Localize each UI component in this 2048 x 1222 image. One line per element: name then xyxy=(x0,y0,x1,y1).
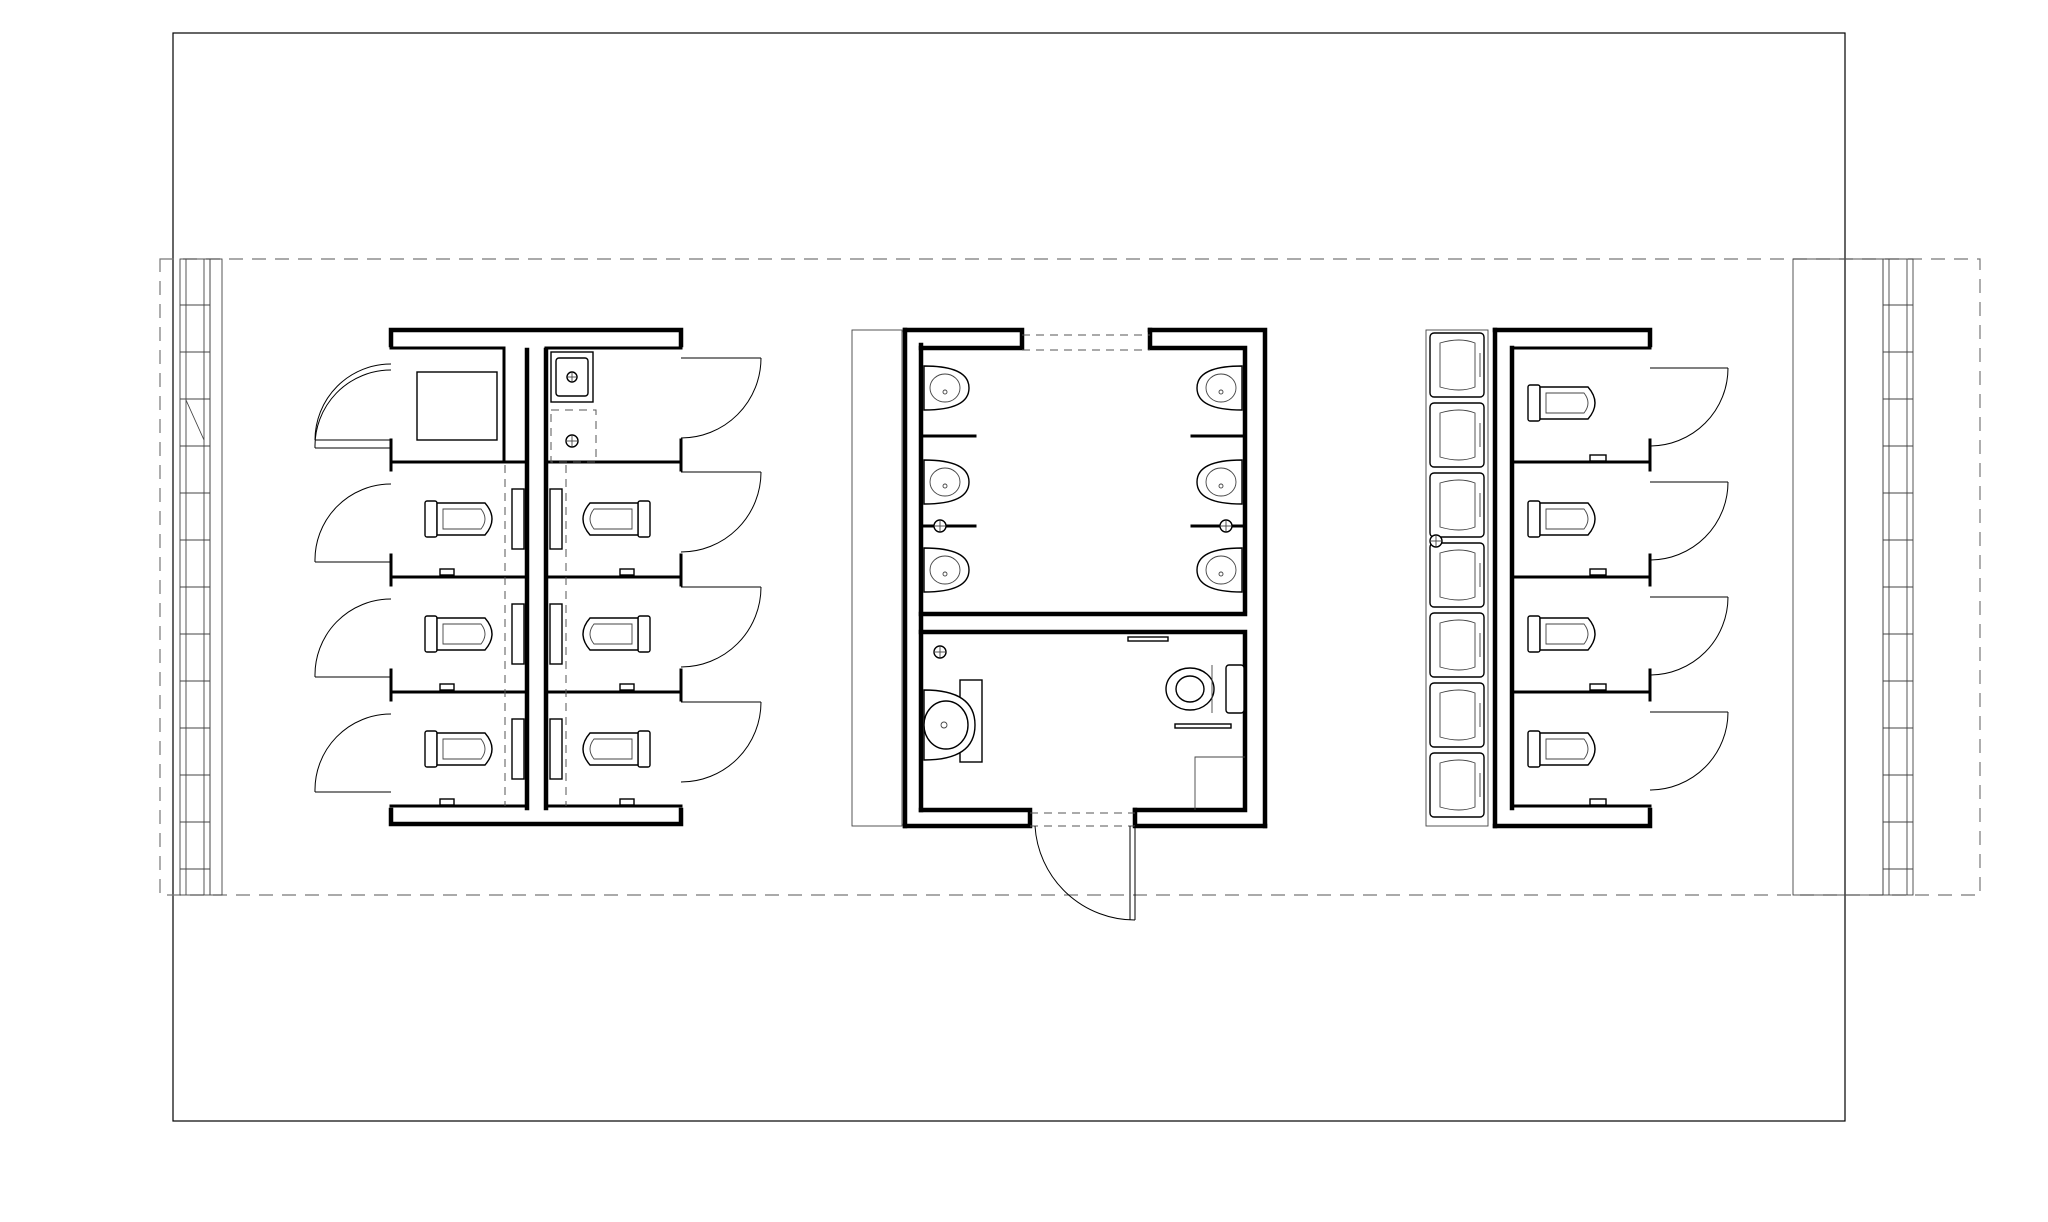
washbasin-icon xyxy=(1429,542,1485,608)
door-swing[interactable] xyxy=(1649,596,1729,676)
door-swing[interactable] xyxy=(314,713,392,793)
paper-holder xyxy=(1589,683,1607,691)
floor-drain-icon xyxy=(1219,519,1233,533)
left-module xyxy=(314,327,762,827)
door-swing[interactable] xyxy=(314,369,392,449)
door-swing[interactable] xyxy=(680,471,762,553)
washbasin-icon xyxy=(1429,682,1485,748)
wc-icon xyxy=(582,500,651,538)
wc-icon xyxy=(424,500,493,538)
door-swing[interactable] xyxy=(680,357,762,439)
accessible-wc xyxy=(1165,664,1245,714)
wc-icon xyxy=(1527,615,1596,653)
washbasin-icon xyxy=(1429,612,1485,678)
door-swing[interactable] xyxy=(1649,367,1729,447)
urinal-icon xyxy=(1196,459,1243,505)
paper-holder xyxy=(439,568,455,576)
accessible-washbasin xyxy=(923,679,983,763)
entrance-door xyxy=(1034,825,1136,921)
urinal-icon xyxy=(1196,547,1243,593)
door-swing[interactable] xyxy=(1649,711,1729,791)
paper-holder xyxy=(1589,454,1607,462)
grab-bar xyxy=(1174,723,1232,729)
washbasin-icon xyxy=(1429,402,1485,468)
wc-icon xyxy=(582,615,651,653)
urinal-icon xyxy=(923,365,970,411)
washbasin-icon xyxy=(1429,752,1485,818)
door-swing[interactable] xyxy=(680,701,762,783)
door-swing[interactable] xyxy=(314,598,392,678)
washbasin-icon xyxy=(1429,332,1485,398)
site-boundary xyxy=(172,32,1846,1122)
wc-icon xyxy=(424,615,493,653)
center-module xyxy=(851,327,1268,921)
urinal-icon xyxy=(923,459,970,505)
floor-drain-icon xyxy=(1429,534,1443,548)
floor-drain-icon xyxy=(933,645,947,659)
right-module xyxy=(1425,327,1729,829)
wc-icon xyxy=(1527,730,1596,768)
floor-drain-icon xyxy=(565,434,579,448)
floor-drain-icon xyxy=(933,519,947,533)
cleaning-cabinet xyxy=(416,371,498,441)
left-facade xyxy=(179,258,223,896)
paper-holder xyxy=(619,683,635,691)
service-sink xyxy=(550,351,594,403)
wc-icon xyxy=(424,730,493,768)
paper-holder xyxy=(1589,798,1607,806)
wc-icon xyxy=(1527,500,1596,538)
washbasin-icon xyxy=(1429,472,1485,538)
paper-holder xyxy=(439,683,455,691)
urinal-icon xyxy=(1196,365,1243,411)
door-swing[interactable] xyxy=(314,363,392,441)
door-swing[interactable] xyxy=(680,586,762,668)
paper-holder xyxy=(619,798,635,806)
urinal-icon xyxy=(923,547,970,593)
right-facade xyxy=(1792,258,1914,896)
canopy-outline xyxy=(159,258,1981,896)
paper-holder xyxy=(1589,568,1607,576)
wc-icon xyxy=(1527,384,1596,422)
paper-holder xyxy=(619,568,635,576)
paper-holder xyxy=(439,798,455,806)
door-swing[interactable] xyxy=(314,483,392,563)
door-swing[interactable] xyxy=(1649,481,1729,561)
wc-icon xyxy=(582,730,651,768)
